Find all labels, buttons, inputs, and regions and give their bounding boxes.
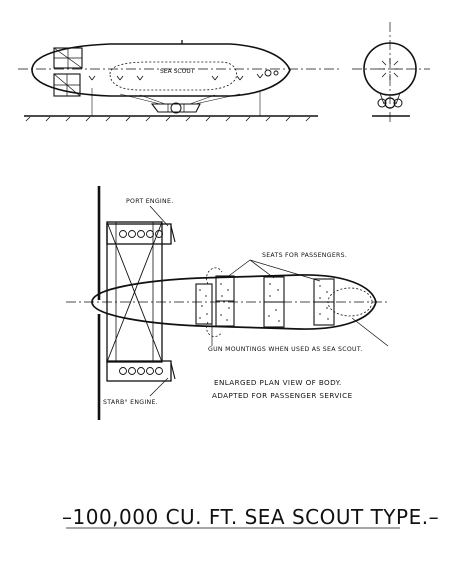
caption-line-1: ENLARGED PLAN VIEW OF BODY. xyxy=(214,378,342,387)
plan-view xyxy=(66,186,389,420)
drawing-title: –100,000 CU. FT. SEA SCOUT TYPE.– xyxy=(62,505,439,529)
label-seats: SEATS FOR PASSENGERS. xyxy=(262,252,347,259)
side-elevation: SEA SCOUT xyxy=(18,40,340,122)
seat-stipple xyxy=(199,283,329,322)
end-elevation xyxy=(352,22,430,124)
svg-text:SEA SCOUT: SEA SCOUT xyxy=(160,68,195,75)
label-port-engine: PORT ENGINE. xyxy=(126,198,173,205)
caption-line-2: ADAPTED FOR PASSENGER SERVICE xyxy=(212,391,353,400)
label-stbd-engine: STARB° ENGINE. xyxy=(103,398,158,406)
label-gun-mountings: GUN MOUNTINGS WHEN USED AS SEA SCOUT. xyxy=(208,346,363,353)
